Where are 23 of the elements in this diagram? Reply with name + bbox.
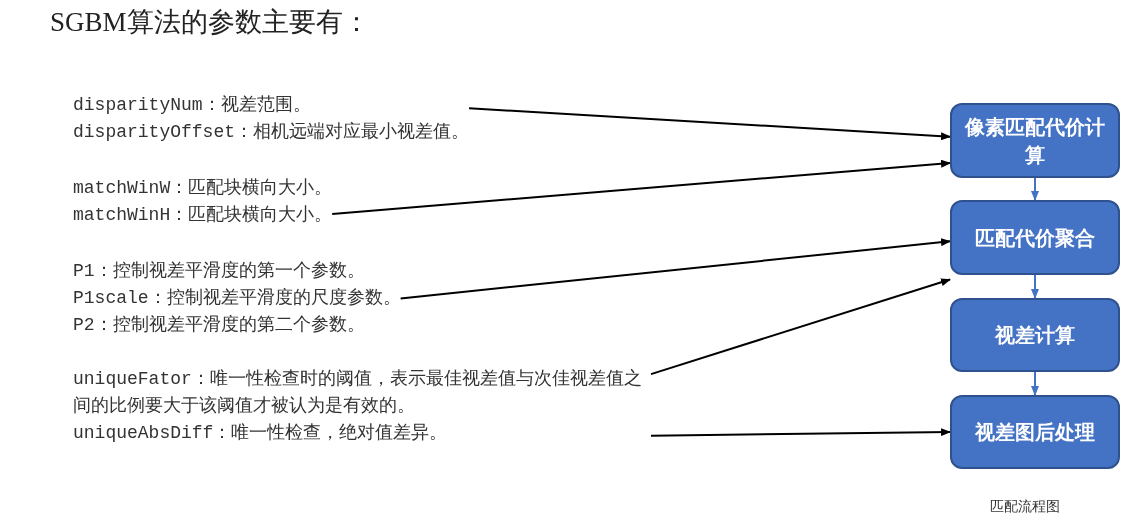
parameter-text: P1：控制视差平滑度的第一个参数。 [73, 260, 366, 283]
process-box: 视差计算 [950, 298, 1120, 372]
arrow [331, 159, 951, 215]
title: SGBM算法的参数主要有： [50, 6, 370, 39]
arrow [1031, 274, 1039, 299]
arrow [399, 238, 951, 300]
process-box: 像素匹配代价计算 [950, 103, 1120, 178]
arrow [1031, 371, 1039, 396]
arrow [468, 107, 951, 141]
parameter-text: disparityNum：视差范围。 [73, 94, 312, 117]
parameter-text: uniqueAbsDiff：唯一性检查，绝对值差异。 [73, 422, 449, 445]
process-box: 视差图后处理 [950, 395, 1120, 469]
process-box: 匹配代价聚合 [950, 200, 1120, 275]
parameter-text: matchWinH：匹配块横向大小。 [73, 204, 333, 227]
parameter-text: P2：控制视差平滑度的第二个参数。 [73, 314, 366, 337]
arrow [1031, 177, 1039, 201]
parameter-text: disparityOffset：相机远端对应最小视差值。 [73, 121, 470, 144]
parameter-text: matchWinW：匹配块横向大小。 [73, 177, 333, 200]
parameter-text: P1scale：控制视差平滑度的尺度参数。 [73, 287, 401, 310]
caption: 匹配流程图 [990, 498, 1060, 516]
arrow [650, 278, 951, 376]
parameter-text: uniqueFator：唯一性检查时的阈值，表示最佳视差值与次佳视差值之间的比例要大于该阈值才被认为是有效的。 [73, 368, 643, 418]
arrow [650, 428, 951, 437]
